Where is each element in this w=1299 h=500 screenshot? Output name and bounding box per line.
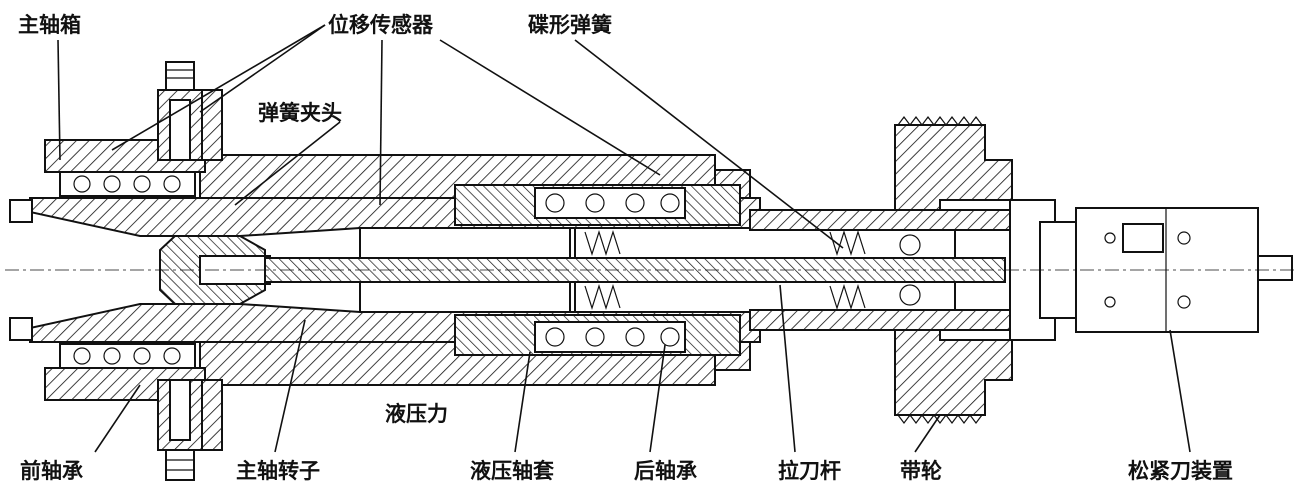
- hydraulic-fitting-top: [157, 61, 203, 161]
- label-clamp-device: 松紧刀装置: [1128, 459, 1233, 483]
- label-hydraulic-force: 液压力: [385, 402, 448, 426]
- label-front-bearing: 前轴承: [20, 459, 83, 483]
- label-spindle-box: 主轴箱: [18, 13, 81, 37]
- label-rear-bearing: 后轴承: [634, 459, 697, 483]
- label-displacement-sensor: 位移传感器: [328, 13, 434, 37]
- pulley: [894, 116, 1013, 424]
- label-spindle-rotor: 主轴转子: [236, 459, 320, 483]
- disc-springs: [584, 230, 866, 310]
- front-bearing-top: [59, 171, 196, 197]
- label-disc-spring: 碟形弹簧: [528, 13, 612, 37]
- label-pulley: 带轮: [900, 459, 942, 483]
- leader-lines: [57, 24, 1191, 453]
- label-hydraulic-sleeve: 液压轴套: [470, 459, 554, 483]
- hydraulic-fitting-bottom: [157, 379, 203, 481]
- label-spring-collet: 弹簧夹头: [258, 101, 342, 125]
- rear-bearing-bottom: [534, 321, 686, 353]
- label-draw-bar: 拉刀杆: [778, 459, 841, 483]
- rear-bearing-top: [534, 187, 686, 219]
- tail-shaft: [749, 209, 1011, 331]
- front-bearing-bottom: [59, 343, 196, 369]
